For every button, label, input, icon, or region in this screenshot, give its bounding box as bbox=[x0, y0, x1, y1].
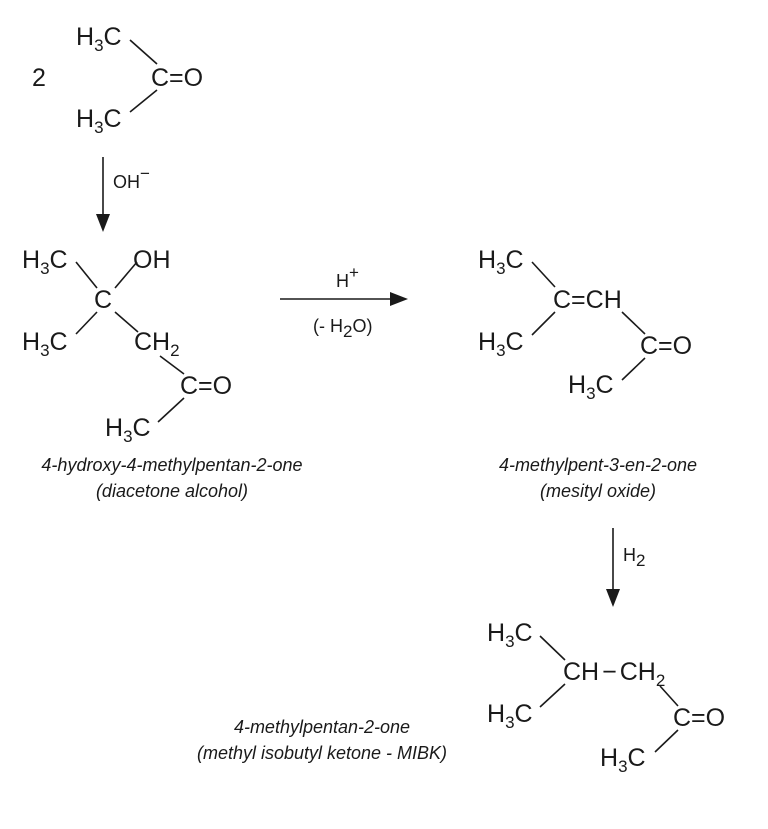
dac-methyl-end: H3C bbox=[105, 414, 151, 446]
dac-methylene: CH2 bbox=[134, 328, 180, 360]
stoichiometric-coefficient: 2 bbox=[32, 64, 46, 92]
bond bbox=[75, 311, 98, 335]
mo-methyl-top: H3C bbox=[478, 246, 524, 278]
arrowhead bbox=[606, 589, 620, 607]
arrowhead bbox=[96, 214, 110, 232]
bond bbox=[654, 729, 679, 753]
mibk-methyl-bottom: H3C bbox=[487, 700, 533, 732]
dac-carbonyl: C=O bbox=[180, 372, 232, 400]
bond bbox=[621, 311, 646, 335]
bond bbox=[75, 261, 98, 289]
reaction-arrow-hydrogenation: H2 bbox=[606, 528, 645, 607]
mo-methyl-bottom: H3C bbox=[478, 328, 524, 360]
mo-alkene: C=CH bbox=[553, 286, 622, 314]
mibk-iupac-name: 4-methylpentan-2-one bbox=[234, 717, 410, 737]
bond bbox=[159, 355, 185, 375]
molecule-diacetone-alcohol: H3C OH C H3C CH2 C=O H3C 4-hydroxy-4-met… bbox=[22, 246, 303, 501]
mibk-chain: CH−CH2 bbox=[563, 658, 665, 690]
bond bbox=[539, 635, 566, 661]
bond bbox=[114, 261, 138, 289]
acetone-methyl-bottom: H3C bbox=[76, 105, 122, 137]
reagent-acid: H+ bbox=[336, 263, 359, 291]
arrowhead bbox=[390, 292, 408, 306]
molecule-mibk: H3C CH−CH2 H3C C=O H3C 4-methylpentan-2-… bbox=[197, 619, 725, 776]
reagent-hydroxide: OH− bbox=[113, 164, 150, 192]
bond bbox=[659, 685, 679, 707]
bond bbox=[531, 311, 556, 336]
mibk-common-name: (methyl isobutyl ketone - MIBK) bbox=[197, 743, 447, 763]
mibk-carbonyl: C=O bbox=[673, 704, 725, 732]
bond bbox=[621, 357, 646, 381]
reaction-arrow-dehydration: H+ (- H2O) bbox=[280, 263, 408, 341]
byproduct-water: (- H2O) bbox=[313, 316, 372, 341]
mibk-methyl-top: H3C bbox=[487, 619, 533, 651]
mibk-methyl-end: H3C bbox=[600, 744, 646, 776]
mo-common-name: (mesityl oxide) bbox=[540, 481, 656, 501]
bond bbox=[114, 311, 139, 333]
acetone-methyl-top: H3C bbox=[76, 23, 122, 55]
dac-common-name: (diacetone alcohol) bbox=[96, 481, 248, 501]
bond bbox=[531, 261, 556, 288]
reactant-acetone: 2 H3C H3C C=O bbox=[32, 23, 203, 137]
mo-carbonyl: C=O bbox=[640, 332, 692, 360]
mo-methyl-end: H3C bbox=[568, 371, 614, 403]
bond bbox=[129, 39, 158, 65]
dac-methyl-bottom: H3C bbox=[22, 328, 68, 360]
dac-iupac-name: 4-hydroxy-4-methylpentan-2-one bbox=[41, 455, 302, 475]
bond bbox=[129, 89, 158, 113]
acetone-carbonyl: C=O bbox=[151, 64, 203, 92]
bond bbox=[539, 683, 566, 708]
dac-methyl-top: H3C bbox=[22, 246, 68, 278]
dac-center-carbon: C bbox=[94, 286, 112, 314]
reaction-arrow-aldol: OH− bbox=[96, 157, 150, 232]
reagent-hydrogen: H2 bbox=[623, 545, 645, 570]
dac-hydroxyl: OH bbox=[133, 246, 171, 274]
bond bbox=[157, 397, 185, 423]
molecule-mesityl-oxide: H3C C=CH H3C C=O H3C 4-methylpent-3-en-2… bbox=[478, 246, 697, 501]
mo-iupac-name: 4-methylpent-3-en-2-one bbox=[499, 455, 697, 475]
